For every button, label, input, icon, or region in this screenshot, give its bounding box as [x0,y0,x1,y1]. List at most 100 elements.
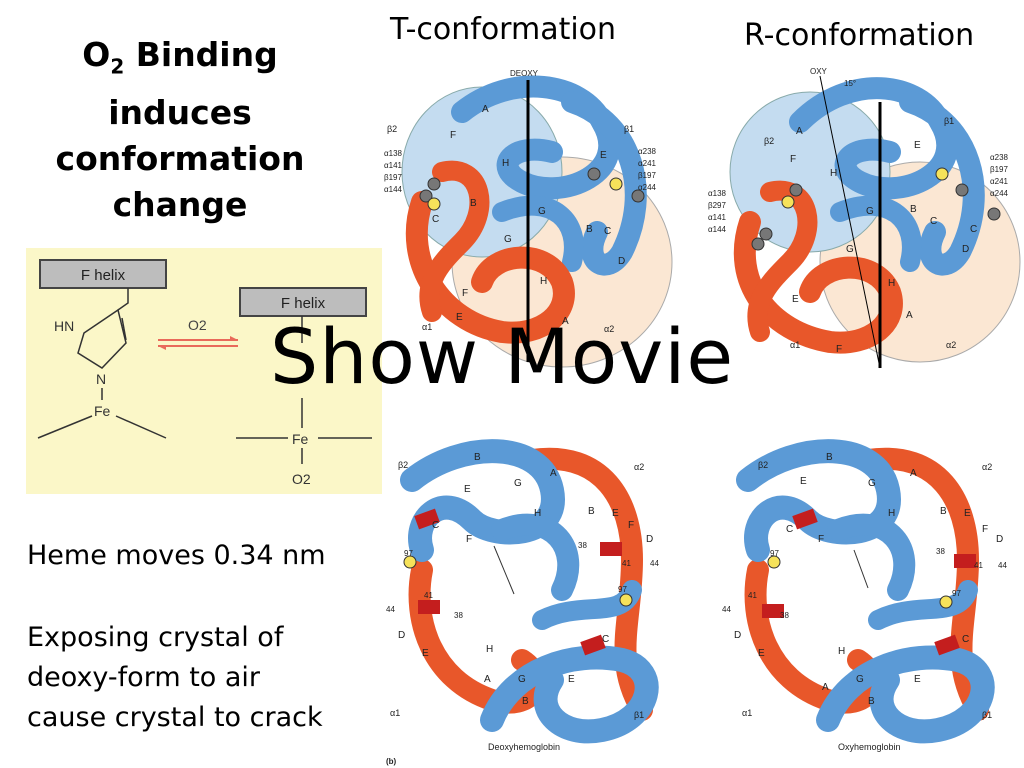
oxy-number: 38 [780,611,789,620]
oxy-helix-label: E [800,476,807,487]
o2-arrow-label: O2 [188,317,207,333]
r-helix-label: C [930,216,937,227]
crystal-text-line-3: cause crystal to crack [27,702,323,733]
deoxy-helix-label: E [568,674,575,685]
r-helix-label: E [914,140,921,151]
r-beta1-helix-path-3 [830,195,922,272]
imidazole-ring-left [77,308,127,369]
oxy-chain-label: α2 [982,462,992,472]
deoxy-number: 38 [454,611,463,620]
oxy-heme-4 [934,634,960,656]
oxy-number: 44 [998,561,1007,570]
oxy-helix-label: B [940,506,947,517]
r-right-contact-3: α241 [990,177,1009,186]
deoxy-helix-label: G [518,674,526,685]
deoxy-chain-label: β2 [398,460,408,470]
t-right-contact-4: α244 [638,183,657,192]
oxyhemoglobin-structure: 97 38 41 44 41 38 44 97 β2 α2 α1 β1 B G … [722,439,1007,752]
title-o: O [82,35,111,74]
oxy-helix-label: B [868,696,875,707]
t-helix-label: F [450,130,456,141]
oxy-heme-3 [762,604,784,618]
oxy-number: 41 [748,591,757,600]
deoxy-heme-2 [600,542,622,556]
r-helix-label: G [866,206,874,217]
r-helix-label: B [910,204,917,215]
oxy-number: 41 [974,561,983,570]
oxy-helix-label: C [786,524,793,535]
deoxy-beta-path-2 [491,513,580,601]
r-helix-label: F [790,154,796,165]
t-helix-label: H [502,158,509,169]
t-right-contact-3: β197 [638,171,657,180]
beta1-helix-path-3 [492,195,584,272]
heme-binding-panel: F helix HN N Fe O2 F helix Fe O2 [26,248,382,494]
deoxy-beta-path-3 [480,645,659,744]
deoxy-helix-label: D [398,630,405,641]
oxy-helix-label: F [982,524,988,535]
r-left-contact-4: α144 [708,225,727,234]
t-left-contact-1: α138 [384,149,403,158]
o2-bound-label: O2 [292,471,311,487]
oxy-tag: OXY [810,67,828,76]
oxy-helix-label: E [758,648,765,659]
t-helix-label: C [432,214,439,225]
t-right-contact-2: α241 [638,159,657,168]
oxy-helix-label: D [734,630,741,641]
deoxy-helix-label: A [550,468,557,479]
r-chain-beta2: β2 [764,136,774,146]
oxy-heme-2 [954,554,976,568]
t-left-contact-3: β197 [384,173,403,182]
r-left-contact-3: α141 [708,213,727,222]
show-movie-link[interactable]: Show Movie [270,312,735,401]
deoxy-number: 44 [650,559,659,568]
deoxy-helix-label: D [646,534,653,545]
crystal-text-line-2: deoxy-form to air [27,662,261,693]
r-helix-label: C [970,224,977,235]
t-helix-label: B [586,224,593,235]
r-conformation-label: R-conformation [744,18,975,53]
oxy-chain-label: α1 [742,708,752,718]
t-helix-label: G [504,234,512,245]
oxy-helix-label: G [868,478,876,489]
deoxy-number: 97 [404,549,413,558]
deoxy-helix-label: B [588,506,595,517]
r-helix-label: A [906,310,913,321]
slide-title: O2 Binding induces conformation change [40,32,320,228]
r-helix-label: H [888,278,895,289]
oxy-helix-label: F [818,534,824,545]
deoxy-helix-label: H [534,508,541,519]
panel-b-tag: (b) [386,757,397,766]
deoxy-number: 38 [578,541,587,550]
t-conformation-structure: DEOXY β2 β1 α1 α2 α138 α141 β197 α144 α2… [384,69,673,368]
oxy-distance-line [853,549,869,589]
deoxy-helix-label: C [432,520,439,531]
t-helix-label: E [456,312,463,323]
deoxy-helix-label: E [422,648,429,659]
deoxyhemoglobin-structure: 97 38 41 44 41 38 44 97 β2 α2 α1 β1 B G … [386,439,659,766]
deoxy-helix-label: F [466,534,472,545]
r-helix-label: A [796,126,803,137]
f-helix-box-left [39,259,167,289]
title-subscript: 2 [110,54,125,79]
deoxy-helix-label: E [612,508,619,519]
fe-label-left: Fe [94,403,111,419]
t-helix-label: E [600,150,607,161]
t-chain-alpha2: α2 [604,324,614,334]
r-helix-label: G [846,244,854,255]
deoxy-chain-label: β1 [634,710,644,720]
oxy-helix-label: C [962,634,969,645]
r-right-contact-2: β197 [990,165,1009,174]
oxy-heme-1 [792,508,818,530]
t-chain-beta1: β1 [624,124,634,134]
r-helix-label: H [830,168,837,179]
heme-binding-diagram: F helix HN N Fe O2 F helix Fe O2 [37,259,372,487]
oxy-chain-label: β1 [982,710,992,720]
hn-label: HN [54,318,74,334]
r-tilt-line [819,75,881,369]
r-left-contact-1: α138 [708,189,727,198]
deoxy-helix-label: E [464,484,471,495]
t-helix-label: F [462,288,468,299]
deoxy-helix-label: B [474,452,481,463]
r-helix-label: E [792,294,799,305]
